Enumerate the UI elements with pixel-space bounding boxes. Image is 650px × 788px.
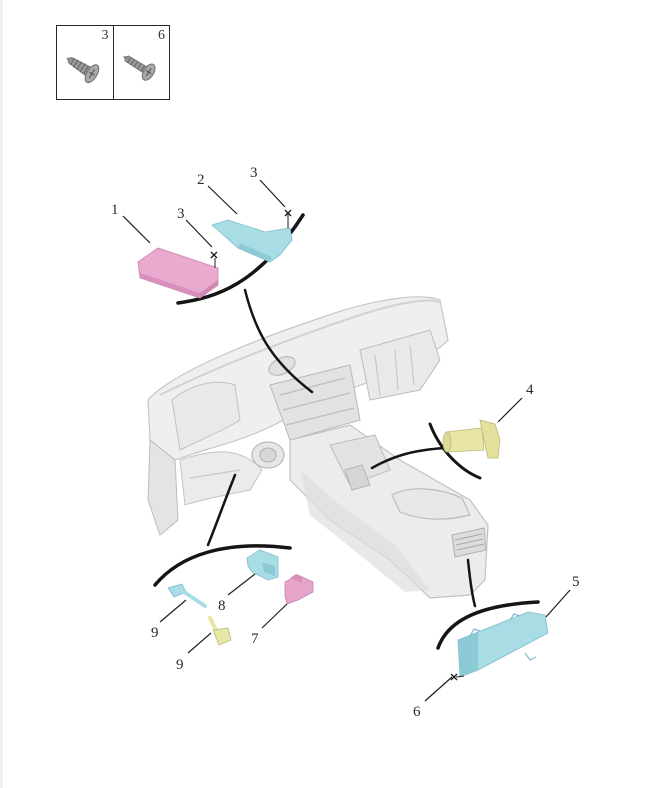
legend-ref-number: 6 [158, 28, 165, 43]
legend-cell-screw-3: 3 [57, 26, 113, 99]
callout-1: 1 [111, 202, 119, 218]
pan-head-screw-icon [122, 55, 156, 81]
legend-cell-screw-6: 6 [112, 26, 170, 99]
callout-6: 6 [413, 704, 421, 720]
callout-3-lower: 3 [177, 206, 185, 222]
part-1-pink-control-module [137, 247, 219, 299]
callout-7: 7 [251, 631, 259, 647]
callout-2: 2 [197, 172, 205, 188]
part-2-cyan-control-module [211, 214, 293, 263]
legend-ref-number: 3 [101, 28, 109, 43]
dashboard-assembly [147, 296, 449, 536]
callout-5: 5 [572, 574, 580, 590]
callout-4: 4 [526, 382, 534, 398]
pan-head-screw-icon [66, 56, 100, 84]
callout-9-yellow: 9 [176, 657, 184, 673]
screw-markers [210, 209, 458, 681]
callout-9-cyan: 9 [151, 625, 159, 641]
part-9-yellow-sensor [208, 616, 232, 646]
page-edge [0, 0, 3, 788]
callout-3-upper: 3 [250, 165, 258, 181]
fastener-legend: 3 6 [56, 25, 170, 100]
part-7-pink-switch [284, 574, 314, 605]
part-5-cyan-control-module [455, 611, 549, 678]
leader-curves [153, 213, 540, 650]
callout-8: 8 [218, 598, 226, 614]
part-9-cyan-sensor [167, 583, 207, 608]
callout-leader-lines [122, 179, 571, 702]
center-console [289, 424, 489, 599]
part-8-cyan-switch [246, 549, 279, 581]
part-4-yellow-socket [442, 419, 501, 459]
